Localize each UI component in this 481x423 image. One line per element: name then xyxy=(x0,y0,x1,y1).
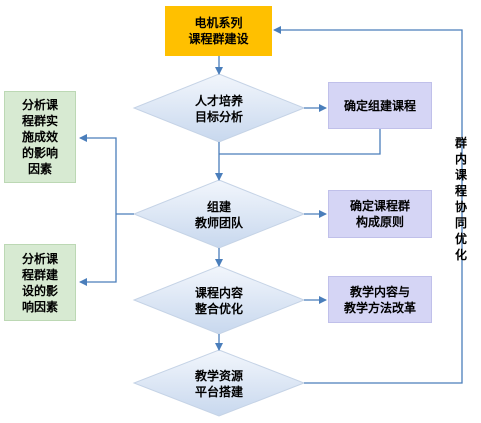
start-label: 电机系列 课程群建设 xyxy=(188,16,249,46)
box-construction-factors: 分析课 程群建 设的影 响因素 xyxy=(4,244,76,321)
diamond-label-talent-analysis: 人才培养 目标分析 xyxy=(194,94,243,124)
box-determine-courses: 确定组建课程 xyxy=(328,82,432,129)
arrow-to-left-bottom xyxy=(79,214,117,286)
box-effect-factors: 分析课 程群实 施成效 的影响 因素 xyxy=(4,91,76,183)
box-teaching-reform: 教学内容与 教学方法改革 xyxy=(328,276,432,323)
box-effect-factors-label: 分析课 程群实 施成效 的影响 因素 xyxy=(21,98,58,176)
box-construction-factors-label: 分析课 程群建 设的影 响因素 xyxy=(21,251,58,314)
diamond-resource-platform xyxy=(132,349,306,417)
diamond-label-build-team: 组建 教师团队 xyxy=(194,200,243,230)
box-teaching-reform-label: 教学内容与 教学方法改革 xyxy=(343,284,416,315)
arrow-to-left-top xyxy=(79,134,117,214)
box-determine-courses-label: 确定组建课程 xyxy=(343,98,416,113)
box-group-principles-label: 确定课程群 构成原则 xyxy=(349,199,410,229)
connector-r1-return xyxy=(219,129,381,155)
box-group-principles: 确定课程群 构成原则 xyxy=(328,190,432,238)
feedback-label: 群内课程协同优化 xyxy=(454,136,467,262)
start-box: 电机系列 课程群建设 xyxy=(165,6,272,56)
diamond-label-resource-platform: 教学资源 平台搭建 xyxy=(194,369,243,399)
feedback-loop-arrow xyxy=(273,26,463,384)
diamond-label-content-optimize: 课程内容 整合优化 xyxy=(194,286,243,316)
